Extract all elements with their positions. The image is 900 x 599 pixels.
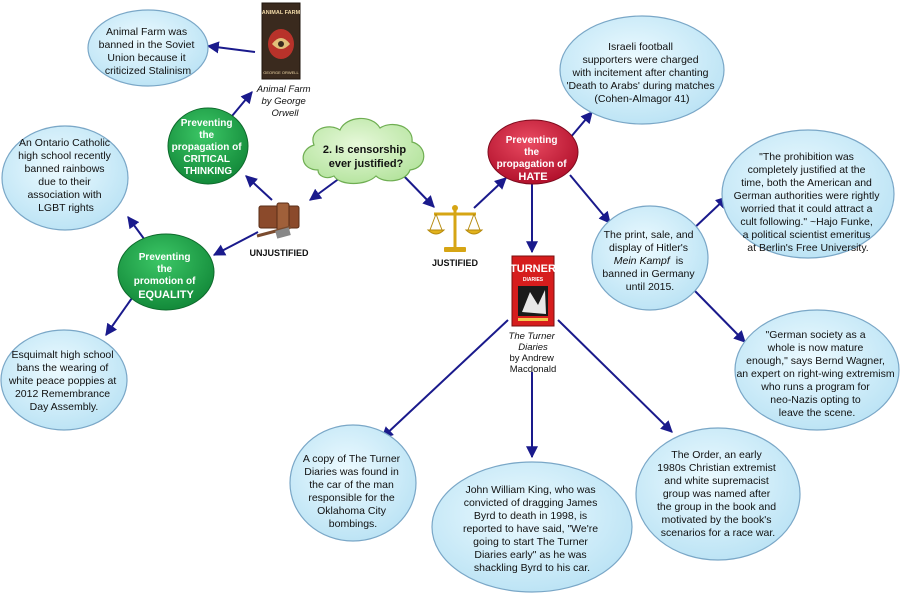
category-hate-text: Preventing the propagation of HATE [497, 135, 570, 183]
example-ontario-text: An Ontario Catholic high school recently… [18, 137, 114, 214]
category-equality-node: Preventing the promotion of EQUALITY [117, 233, 215, 311]
scales-of-justice-icon [426, 205, 484, 252]
category-equality-text: Preventing the promotion of EQUALITY [134, 252, 198, 301]
category-critical-thinking-text: Preventing the propagation of CRITICAL T… [172, 118, 245, 177]
example-israeli-node: Israeli football supporters were charged… [559, 15, 725, 125]
example-order-node: The Order, an early 1980s Christian extr… [635, 427, 801, 561]
example-mein-kampf-text: The print, sale, and display of Hitler's… [602, 229, 697, 293]
central-question-cloud: 2. Is censorship ever justified? [302, 117, 425, 185]
example-funke-node: "The prohibition was completely justifie… [721, 129, 895, 259]
example-esquimalt-text: Esquimalt high school bans the wearing o… [8, 349, 119, 413]
turner-cover-title: TURNER [510, 263, 556, 275]
animal-farm-caption: Animal Farm by George Orwell [256, 84, 313, 119]
example-israeli-text: Israeli football supporters were charged… [566, 41, 717, 105]
turner-caption-author: by Andrew Macdonald [509, 353, 556, 375]
example-esquimalt-node: Esquimalt high school bans the wearing o… [0, 329, 128, 431]
turner-caption-title: The Turner Diaries [509, 331, 558, 353]
category-hate-node: Preventing the propagation of HATE [487, 119, 579, 185]
animal-farm-book-cover: ANIMAL FARM GEORGE ORWELL [261, 2, 301, 80]
animal-farm-cover-title: ANIMAL FARM [262, 10, 301, 16]
example-king-text: John William King, who was convicted of … [463, 484, 601, 574]
example-soviet-text: Animal Farm was banned in the Soviet Uni… [99, 26, 198, 77]
example-mein-kampf-node: The print, sale, and display of Hitler's… [591, 205, 709, 311]
example-ontario-node: An Ontario Catholic high school recently… [1, 125, 129, 231]
example-oklahoma-text: A copy of The Turner Diaries was found i… [303, 453, 403, 530]
verdict-justified-label: JUSTIFIED [432, 258, 479, 268]
example-order-text: The Order, an early 1980s Christian extr… [657, 449, 779, 539]
example-king-node: John William King, who was convicted of … [431, 461, 633, 593]
category-critical-thinking-node: Preventing the propagation of CRITICAL T… [167, 107, 249, 185]
example-oklahoma-node: A copy of The Turner Diaries was found i… [289, 424, 417, 542]
example-wagner-text: "German society as a whole is now mature… [736, 329, 897, 419]
example-soviet-node: Animal Farm was banned in the Soviet Uni… [87, 9, 209, 87]
example-wagner-node: "German society as a whole is now mature… [734, 309, 900, 431]
central-question-text: 2. Is censorship ever justified? [323, 144, 409, 170]
turner-diaries-book-cover: TURNER DIARIES [510, 255, 556, 327]
example-funke-text: "The prohibition was completely justifie… [734, 151, 883, 254]
turner-cover-subtitle: DIARIES [523, 277, 544, 283]
animal-farm-cover-author: GEORGE ORWELL [263, 70, 299, 75]
verdict-unjustified-label: UNJUSTIFIED [249, 248, 309, 258]
gavel-icon [256, 202, 300, 239]
